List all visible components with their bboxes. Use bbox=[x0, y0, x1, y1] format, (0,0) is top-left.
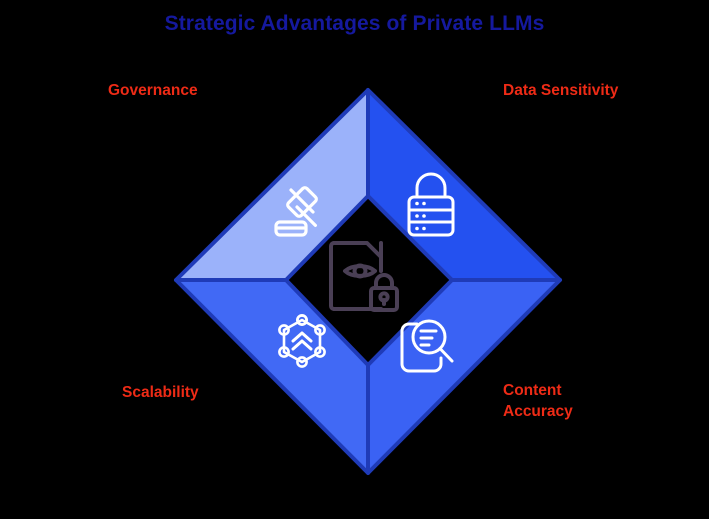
gavel-icon bbox=[274, 186, 318, 237]
label-data-sensitivity: Data Sensitivity bbox=[503, 82, 619, 99]
network-scale-icon bbox=[278, 314, 326, 368]
quadrant-data-sensitivity-shape bbox=[366, 88, 562, 282]
label-governance: Governance bbox=[108, 82, 198, 99]
quadrant-governance[interactable] bbox=[174, 88, 370, 282]
label-scalability: Scalability bbox=[122, 384, 199, 401]
document-eye-lock-icon bbox=[329, 241, 399, 312]
page-title: Strategic Advantages of Private LLMs bbox=[164, 12, 545, 35]
quadrant-content-accuracy[interactable] bbox=[366, 278, 562, 475]
database-lock-icon bbox=[407, 172, 455, 237]
label-content-accuracy: Content Accuracy bbox=[503, 382, 573, 420]
document-search-icon bbox=[400, 319, 454, 373]
quadrant-data-sensitivity[interactable] bbox=[366, 88, 562, 282]
quadrant-governance-shape bbox=[174, 88, 370, 282]
